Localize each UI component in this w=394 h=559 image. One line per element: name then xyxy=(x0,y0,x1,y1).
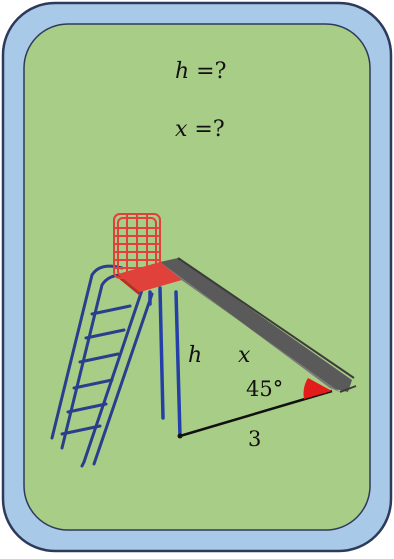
slide-chute xyxy=(160,257,357,393)
angle-marker xyxy=(303,378,332,399)
triangle-vertex xyxy=(177,433,183,439)
question-x: x =? xyxy=(175,117,225,142)
triangle-base-line xyxy=(179,389,333,438)
angle-label: 45° xyxy=(246,377,283,401)
slide-legs xyxy=(148,286,182,438)
hypotenuse-label: x xyxy=(238,343,251,368)
question-x-rest: =? xyxy=(187,117,224,142)
question-h: h =? xyxy=(175,59,226,84)
question-h-rest: =? xyxy=(189,59,226,84)
height-label: h xyxy=(188,343,202,368)
slide-illustration xyxy=(50,213,357,468)
slide-cage xyxy=(113,213,161,279)
question-h-variable: h xyxy=(175,59,189,84)
base-label: 3 xyxy=(248,427,261,451)
question-x-variable: x xyxy=(175,117,188,142)
